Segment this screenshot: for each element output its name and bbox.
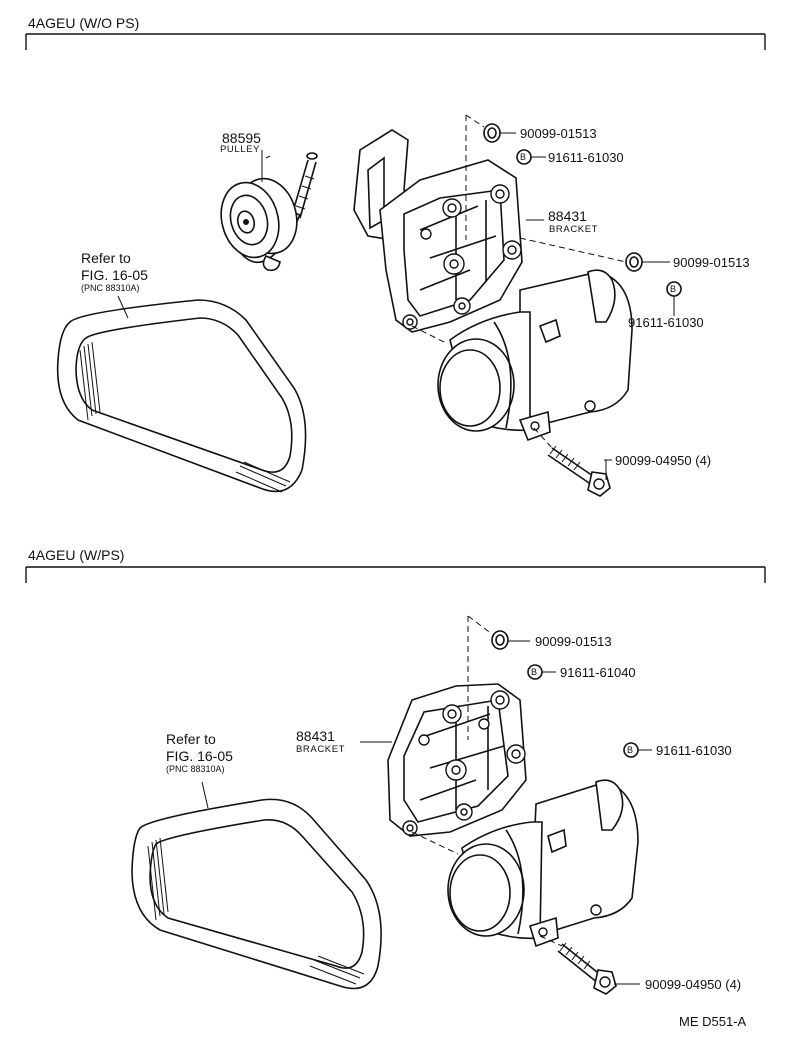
section-1-title: 4AGEU (W/O PS) [28, 15, 140, 31]
bolt-bottom-part-number[interactable]: 90099-04950 (4) [645, 977, 742, 992]
bolt-bottom-part-number[interactable]: 90099-04950 (4) [615, 453, 712, 468]
nut-top-part-number[interactable]: 90099-01513 [520, 126, 597, 141]
bolt-mid-part-number[interactable]: 91611-61030 [628, 315, 704, 330]
pulley-part-number[interactable]: 88595 [222, 130, 261, 146]
bracket-drawing-1 [353, 129, 523, 333]
bracket-part-name: BRACKET [549, 224, 599, 235]
belt-reference-line-2[interactable]: FIG. 16-05 [81, 267, 148, 283]
drive-belt-drawing-1 [56, 295, 307, 493]
bracket-part-number[interactable]: 88431 [548, 208, 587, 224]
bracket-drawing-2 [387, 683, 527, 837]
compressor-drawing-2 [447, 779, 639, 948]
nut-mid-part-number[interactable]: 90099-01513 [673, 255, 750, 270]
section-2-title: 4AGEU (W/PS) [28, 547, 125, 563]
figure-code: ME D551-A [679, 1014, 747, 1029]
belt-reference-line-2[interactable]: FIG. 16-05 [166, 748, 233, 764]
bolt-drawing-1 [547, 445, 611, 497]
bolt-top-part-number[interactable]: 91611-61040 [560, 665, 636, 680]
idler-pulley-drawing [220, 150, 318, 272]
leader-lines-2 [360, 615, 652, 985]
section-2-frame [25, 566, 766, 583]
compressor-drawing-1 [437, 269, 633, 442]
belt-reference-line-3: (PNC 88310A) [166, 764, 225, 774]
bolt-mid-part-number[interactable]: 91611-61030 [656, 743, 732, 758]
bolt-drawing-2 [557, 942, 617, 995]
bolt-marker-label: B [627, 745, 634, 755]
bolt-marker-label: B [670, 284, 677, 294]
pulley-part-name: PULLEY [220, 144, 261, 155]
leader-lines-1 [411, 114, 675, 480]
bracket-part-number[interactable]: 88431 [296, 728, 335, 744]
nut-top-part-number[interactable]: 90099-01513 [535, 634, 612, 649]
bolt-marker-label: B [520, 152, 527, 162]
belt-reference-line-3: (PNC 88310A) [81, 283, 140, 293]
bolt-top-part-number[interactable]: 91611-61030 [548, 150, 624, 165]
drive-belt-drawing-2 [131, 781, 382, 990]
bolt-marker-label: B [531, 667, 538, 677]
nut-mid-drawing-1 [625, 252, 643, 272]
bracket-part-name: BRACKET [296, 744, 346, 755]
section-1-frame [25, 33, 766, 50]
nut-top-drawing-1 [483, 123, 501, 143]
belt-reference-line-1: Refer to [166, 731, 216, 747]
nut-top-drawing-2 [491, 630, 509, 650]
belt-reference-line-1: Refer to [81, 250, 131, 266]
